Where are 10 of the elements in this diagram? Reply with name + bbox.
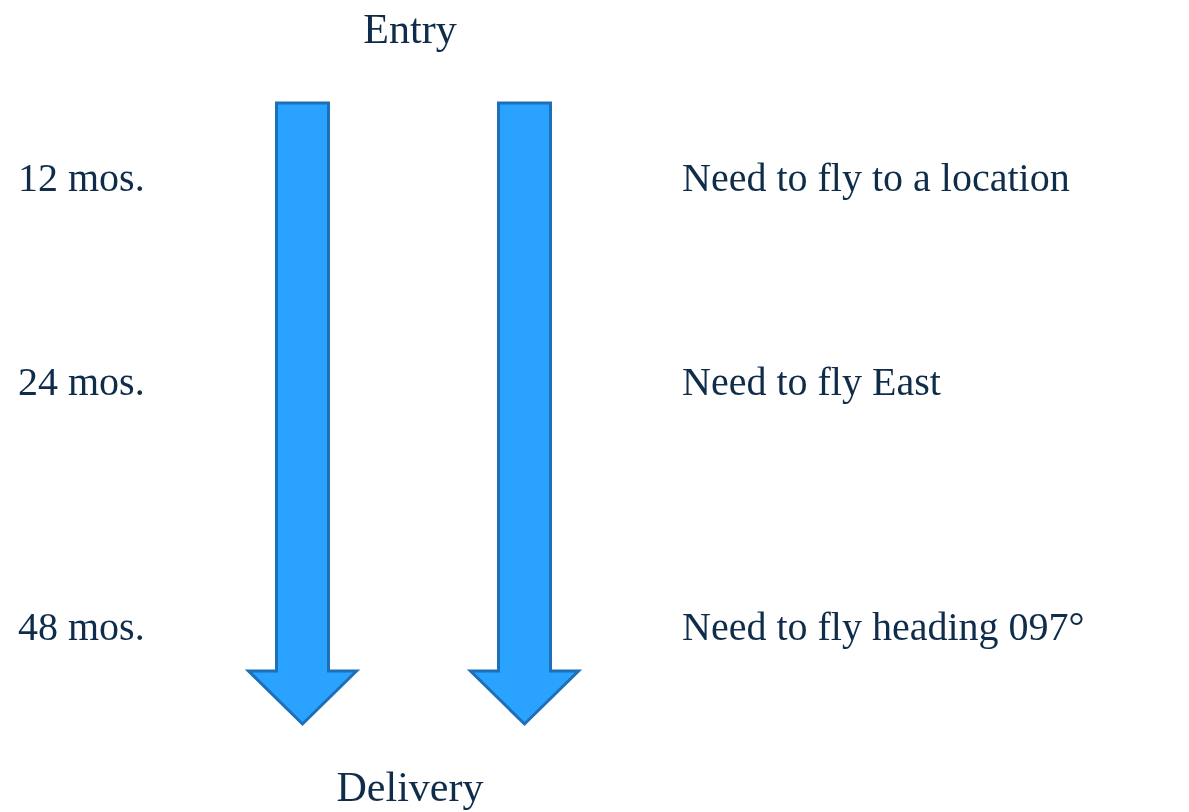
- duration-label: 24 mos.: [18, 362, 145, 402]
- block-arrow: [466, 101, 583, 727]
- duration-label: 48 mos.: [18, 607, 145, 647]
- note-text: Need to fly East: [682, 362, 941, 402]
- duration-label: 12 mos.: [18, 158, 145, 198]
- node-label: Entry: [363, 8, 457, 50]
- note-text: Need to fly heading 097°: [682, 607, 1085, 647]
- note-text: Need to fly to a location: [682, 158, 1070, 198]
- node-label: Delivery: [336, 766, 484, 808]
- block-arrow: [244, 101, 361, 727]
